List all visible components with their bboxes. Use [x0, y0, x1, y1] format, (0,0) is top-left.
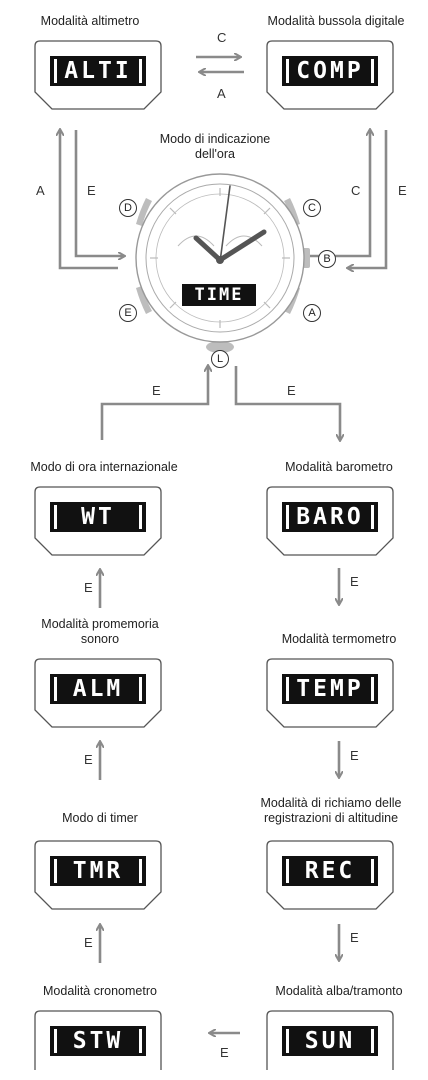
- key-comp-to-alti: A: [217, 86, 226, 101]
- screen-alarm: ALM: [50, 674, 146, 704]
- arrow-time-to-baro: [234, 366, 340, 440]
- key-sun-to-stw: E: [220, 1045, 229, 1060]
- panel-records: REC: [266, 840, 394, 910]
- screen-sunrise: SUN: [282, 1026, 378, 1056]
- label-compass: Modalità bussola digitale: [267, 14, 405, 28]
- key-comp-to-time: E: [398, 183, 407, 198]
- watch-button-a[interactable]: A: [303, 304, 321, 322]
- panel-barometer: BARO: [266, 486, 394, 556]
- key-tmr-to-alm: E: [84, 752, 93, 767]
- screen-timer: TMR: [50, 856, 146, 886]
- key-alm-to-wt: E: [84, 580, 93, 595]
- label-world-time: Modo di ora internazionale: [30, 460, 178, 474]
- watch-button-l[interactable]: L: [211, 350, 229, 368]
- key-time-to-alti: A: [36, 183, 45, 198]
- label-barometer: Modalità barometro: [285, 460, 393, 474]
- label-altimeter: Modalità altimetro: [40, 14, 140, 28]
- panel-sunrise: SUN: [266, 1010, 394, 1080]
- key-alti-to-time: E: [87, 183, 96, 198]
- key-baro-to-temp: E: [350, 574, 359, 589]
- watch-button-c[interactable]: C: [303, 199, 321, 217]
- screen-altimeter: ALTI: [50, 56, 146, 86]
- panel-thermometer: TEMP: [266, 658, 394, 728]
- arrow-time-to-wt: [100, 366, 208, 440]
- key-rec-to-sun: E: [350, 930, 359, 945]
- watch-display: TIME: [182, 284, 256, 306]
- label-sunrise: Modalità alba/tramonto: [275, 984, 403, 998]
- label-thermometer: Modalità termometro: [281, 632, 397, 646]
- key-stw-to-tmr: E: [84, 935, 93, 950]
- key-temp-to-rec: E: [350, 748, 359, 763]
- arrow-comp-to-time: [348, 130, 388, 268]
- center-title: Modo di indicazione dell'ora: [159, 132, 271, 161]
- screen-records: REC: [282, 856, 378, 886]
- watch-button-b[interactable]: B: [318, 250, 336, 268]
- panel-timer: TMR: [34, 840, 162, 910]
- label-alarm: Modalità promemoria sonoro: [41, 617, 159, 646]
- screen-barometer: BARO: [282, 502, 378, 532]
- arrow-alti-to-time: [74, 130, 124, 256]
- watch-button-e[interactable]: E: [119, 304, 137, 322]
- arrow-time-to-comp: [306, 130, 370, 258]
- screen-stopwatch: STW: [50, 1026, 146, 1056]
- panel-altimeter: ALTI: [34, 40, 162, 110]
- panel-stopwatch: STW: [34, 1010, 162, 1080]
- key-time-to-wt: E: [152, 383, 161, 398]
- panel-world-time: WT: [34, 486, 162, 556]
- label-timer: Modo di timer: [62, 811, 138, 825]
- screen-compass: COMP: [282, 56, 378, 86]
- panel-compass: COMP: [266, 40, 394, 110]
- label-records: Modalità di richiamo delle registrazioni…: [260, 796, 402, 825]
- key-time-to-comp: C: [351, 183, 361, 198]
- panel-alarm: ALM: [34, 658, 162, 728]
- watch-button-d[interactable]: D: [119, 199, 137, 217]
- screen-world-time: WT: [50, 502, 146, 532]
- key-time-to-baro: E: [287, 383, 296, 398]
- screen-thermometer: TEMP: [282, 674, 378, 704]
- key-alti-to-comp: C: [217, 30, 227, 45]
- arrow-time-to-alti: [60, 130, 118, 270]
- label-stopwatch: Modalità cronometro: [43, 984, 157, 998]
